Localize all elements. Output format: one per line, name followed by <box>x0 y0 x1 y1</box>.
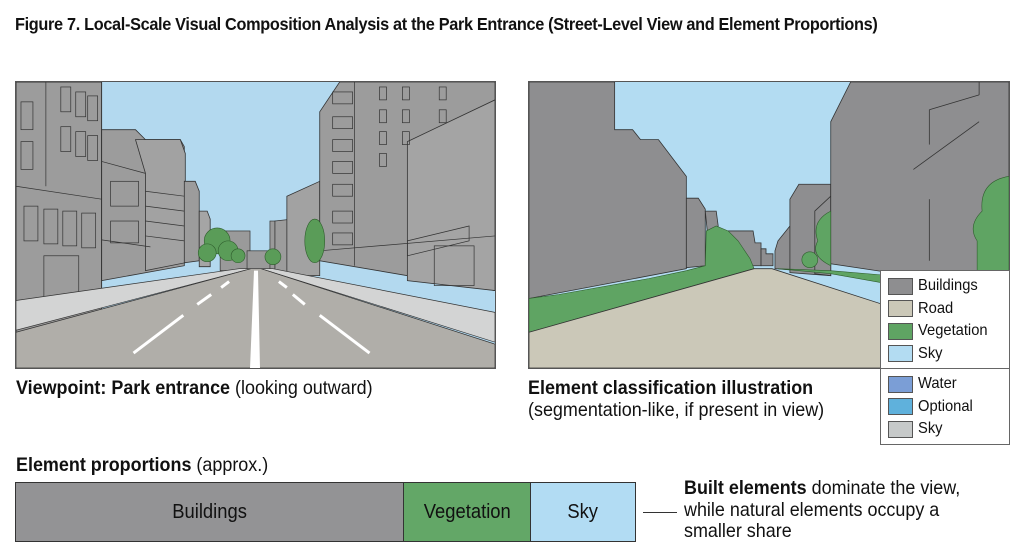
tree <box>230 248 246 264</box>
proportions-bar: Buildings Vegetation Sky <box>15 482 636 542</box>
building-region-left <box>685 197 706 269</box>
note-connector-line <box>643 512 677 514</box>
vegetation-region-tree <box>815 210 832 267</box>
legend-swatch-sky <box>888 345 913 363</box>
note-line2: while natural elements occupy a <box>684 498 940 521</box>
legend-item-optional: Optional <box>888 396 1003 419</box>
building-region-distant <box>760 248 774 267</box>
tree <box>197 243 217 263</box>
proportion-segment-sky: Sky <box>529 483 635 541</box>
segmentation-legend: Buildings Road Vegetation Sky Water Opti… <box>880 270 1010 445</box>
legend-item-vegetation: Vegetation <box>888 320 1003 343</box>
legend-swatch-vegetation <box>888 322 913 340</box>
proportions-heading-rest: (approx.) <box>191 454 269 476</box>
proportions-heading-bold: Element proportions <box>16 454 192 476</box>
building-region-left <box>529 82 687 299</box>
street-view-illustration <box>15 81 496 369</box>
viewpoint-caption-rest: (looking outward) <box>230 377 373 399</box>
proportion-segment-label: Sky <box>567 500 599 523</box>
vegetation-region-tree <box>801 251 819 268</box>
legend-swatch-sky-secondary <box>888 420 913 438</box>
legend-swatch-water <box>888 375 913 393</box>
figure-title: Figure 7. Local-Scale Visual Composition… <box>15 14 878 34</box>
legend-swatch-optional <box>888 398 913 416</box>
legend-item-sky: Sky <box>888 343 1003 366</box>
proportion-segment-label: Vegetation <box>423 500 511 523</box>
legend-item-buildings: Buildings <box>888 275 1003 298</box>
legend-swatch-road <box>888 300 913 318</box>
vegetation-region-tree <box>972 176 1009 291</box>
legend-item-road: Road <box>888 298 1003 321</box>
center-line <box>250 270 260 368</box>
legend-item-sky-secondary: Sky <box>888 418 1003 441</box>
note-line1-rest: dominate the view, <box>806 477 961 499</box>
legend-group-secondary: Water Optional Sky <box>881 368 1009 444</box>
classification-caption-bold: Element classification illustration <box>528 377 814 399</box>
viewpoint-caption: Viewpoint: Park entrance (looking outwar… <box>16 377 373 400</box>
proportions-heading: Element proportions (approx.) <box>16 454 268 477</box>
tree <box>304 218 326 264</box>
classification-caption: Element classification illustration (seg… <box>528 377 824 421</box>
proportion-segment-label: Buildings <box>172 500 247 523</box>
legend-group-primary: Buildings Road Vegetation Sky <box>881 271 1009 368</box>
lane-markings <box>132 280 371 355</box>
legend-swatch-buildings <box>888 277 913 295</box>
proportions-note: Built elements dominate the view, while … <box>684 477 961 543</box>
street-view-drawing <box>16 82 495 368</box>
tree <box>264 248 282 266</box>
right-building-4 <box>406 99 495 291</box>
note-line3: smaller share <box>684 520 792 542</box>
note-bold: Built elements <box>684 477 807 499</box>
legend-item-water: Water <box>888 373 1003 396</box>
classification-caption-rest: (segmentation-like, if present in view) <box>528 399 825 421</box>
proportion-segment-buildings: Buildings <box>16 483 403 541</box>
left-building-4 <box>183 180 200 264</box>
viewpoint-caption-bold: Viewpoint: Park entrance <box>16 377 231 399</box>
proportion-segment-vegetation: Vegetation <box>402 483 530 541</box>
